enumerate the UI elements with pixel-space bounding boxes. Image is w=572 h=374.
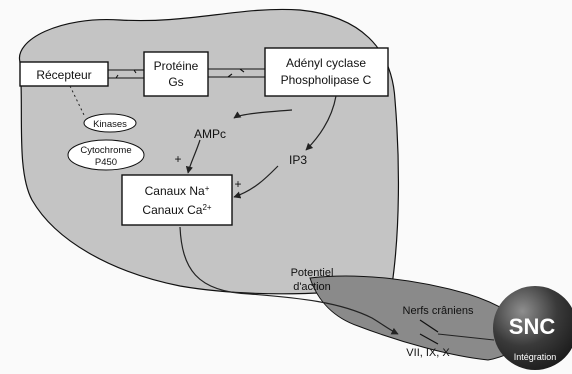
recepteur-box xyxy=(19,61,109,87)
canaux-na-superscript: + xyxy=(205,184,210,193)
proteine-label-line2: Gs xyxy=(168,75,183,89)
snc-sphere xyxy=(493,286,572,370)
potentiel-label-line2: d'action xyxy=(293,281,331,293)
recepteur-kinases-dashed-line xyxy=(69,85,85,116)
adenyl-label-line1: Adényl cyclase xyxy=(286,56,366,70)
proteine-box xyxy=(143,51,209,97)
nerfs-craniens-label: Nerfs crâniens xyxy=(403,305,474,317)
canaux-ca-label: Canaux Ca2+ xyxy=(142,203,211,218)
integration-label: Intégration xyxy=(514,352,557,362)
arrow-ip3-to-canaux xyxy=(233,165,279,199)
snc-label: SNC xyxy=(509,314,556,339)
cytochrome-label-line2: P450 xyxy=(95,157,117,168)
adenyl-label-line2: Phospholipase C xyxy=(281,73,372,87)
arrow-adenyl-to-ampc xyxy=(233,109,293,119)
canaux-na-label: Canaux Na+ xyxy=(145,184,210,199)
plus-sign-ip3: + xyxy=(234,177,241,191)
nerfs-numbers-label: VII, IX, X xyxy=(406,347,450,359)
arrow-adenyl-to-ip3 xyxy=(305,95,337,151)
cytochrome-ellipse xyxy=(67,139,145,171)
kinases-ellipse xyxy=(83,113,137,133)
nerve-break-mark xyxy=(419,319,439,345)
ampc-label: AMPc xyxy=(194,127,226,141)
adenyl-cyclase-box xyxy=(264,47,389,97)
ip3-label: IP3 xyxy=(289,153,307,167)
recepteur-label: Récepteur xyxy=(36,68,91,82)
cytochrome-label-line1: Cytochrome xyxy=(80,145,131,156)
arrow-ampc-to-canaux xyxy=(185,139,201,174)
canaux-box xyxy=(121,174,233,226)
canaux-ca-superscript: 2+ xyxy=(202,203,211,212)
potentiel-label-line1: Potentiel xyxy=(291,267,334,279)
connector-proteine-adenyl xyxy=(208,68,265,78)
kinases-label: Kinases xyxy=(93,119,127,130)
connector-recepteur-proteine xyxy=(108,69,144,79)
canaux-ca-text: Canaux Ca xyxy=(142,203,202,217)
canaux-na-text: Canaux Na xyxy=(145,184,205,198)
action-potential-path xyxy=(179,226,399,335)
proteine-label-line1: Protéine xyxy=(154,59,199,73)
nerve-to-snc-line xyxy=(437,333,495,341)
plus-sign-ampc: + xyxy=(174,152,181,166)
